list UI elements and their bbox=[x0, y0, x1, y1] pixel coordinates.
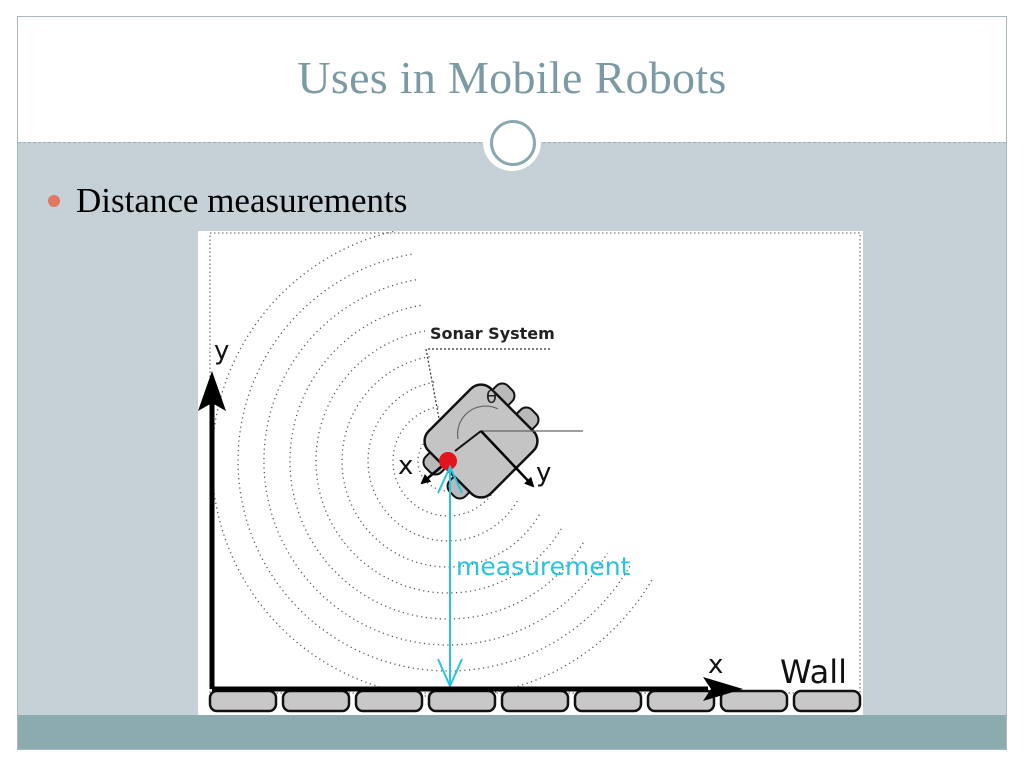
bullet-dot-icon bbox=[48, 195, 60, 207]
robot-sonar-diagram: Sonar System θ x y bbox=[198, 227, 863, 715]
theta-arc bbox=[456, 405, 499, 440]
wall-label: Wall bbox=[780, 653, 847, 691]
title-ornament bbox=[483, 113, 541, 171]
wall-brick bbox=[792, 689, 862, 713]
slide: Uses in Mobile Robots Distance measureme… bbox=[17, 16, 1007, 750]
wall-brick bbox=[354, 689, 424, 713]
sonar-wave-arc bbox=[367, 381, 518, 542]
slide-title: Uses in Mobile Robots bbox=[297, 52, 727, 103]
wall-brick bbox=[208, 689, 278, 713]
sonar-wave-arc bbox=[341, 355, 541, 568]
robot-y-axis-arrow bbox=[480, 430, 535, 488]
wall-brick bbox=[573, 689, 643, 713]
sonar-sensor-icon bbox=[439, 452, 457, 470]
diagram-svg: Sonar System θ x y bbox=[198, 227, 862, 713]
world-y-axis bbox=[198, 371, 226, 689]
sonar-waves bbox=[211, 227, 653, 698]
bullet-text: Distance measurements bbox=[76, 181, 408, 220]
sonar-wave-arc bbox=[237, 253, 631, 672]
measurement-arrow bbox=[437, 464, 463, 689]
world-y-label: y bbox=[214, 336, 229, 366]
figure-frame bbox=[209, 232, 861, 694]
theta-label: θ bbox=[486, 387, 497, 408]
wall-brick bbox=[281, 689, 351, 713]
bullet-item: Distance measurements bbox=[48, 181, 407, 221]
footer-bar bbox=[18, 715, 1006, 749]
wall-brick bbox=[646, 689, 716, 713]
ornament-ring-icon bbox=[490, 120, 536, 166]
world-x-axis bbox=[212, 677, 743, 701]
wall-brick bbox=[427, 689, 497, 713]
measurement-label: measurement bbox=[456, 552, 631, 581]
sonar-system-label: Sonar System bbox=[430, 324, 555, 343]
robot-icon bbox=[422, 382, 540, 500]
wall bbox=[208, 689, 862, 713]
wall-brick bbox=[500, 689, 570, 713]
robot-x-label: x bbox=[398, 451, 413, 481]
sonar-wave-arc bbox=[315, 330, 563, 594]
wall-brick bbox=[719, 689, 789, 713]
sonar-wave-arc bbox=[289, 304, 586, 620]
robot-y-label: y bbox=[536, 458, 551, 488]
world-x-label: x bbox=[708, 650, 723, 680]
